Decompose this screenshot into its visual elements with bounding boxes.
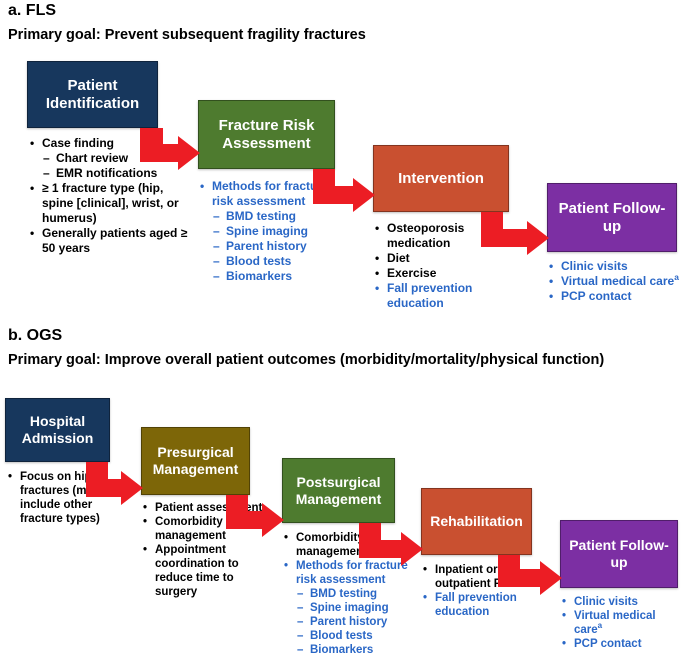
- bullet-item: •Methods for fracture risk assessment: [200, 179, 329, 208]
- bullets-rehabilitation: •Inpatient or outpatient PT•Fall prevent…: [423, 563, 551, 619]
- box-title: Fracture Risk Assessment: [218, 116, 315, 152]
- bullets-intervention: •Osteoporosis medication•Diet•Exercise•F…: [375, 221, 515, 311]
- bullets-patient-identification: •Case finding–Chart review–EMR notificat…: [30, 136, 188, 256]
- bullet-item: –Spine imaging: [297, 602, 389, 614]
- section-b-goal: Primary goal: Improve overall patient ou…: [8, 352, 605, 368]
- bullet-item: –BMD testing: [297, 588, 378, 600]
- bullets-postsurgical-management: •Comorbidity management•Methods for frac…: [284, 531, 408, 657]
- bullets-patient-follow-up-b: •Clinic visits •Virtual medical carea •PCP…: [562, 595, 685, 651]
- box-hospital-admission: Hospital Admission: [5, 398, 110, 462]
- bullets-patient-follow-up-a: •Clinic visits•Virtual medical carea•PCP…: [549, 259, 681, 304]
- bullet-item: •Exercise: [375, 266, 437, 280]
- bullet-item: •Fall prevention education: [375, 281, 473, 310]
- bullet-item: –Parent history: [297, 616, 388, 628]
- section-a-goal: Primary goal: Prevent subsequent fragili…: [8, 27, 366, 43]
- bullet-item: •Clinic visits: [562, 596, 638, 608]
- bullet-item: •Osteoporosis medication: [375, 221, 465, 250]
- bullet-item: –Spine imaging: [213, 224, 309, 238]
- bullets-presurgical-management: •Patient assessment •Comorbidity manageme…: [143, 501, 263, 599]
- bullet-item: –BMD testing: [213, 209, 296, 223]
- bullet-item: –Biomarkers: [297, 644, 374, 656]
- box-intervention: Intervention: [373, 145, 509, 212]
- bullet-item: •Diet: [375, 251, 410, 265]
- bullets-fracture-risk-assessment: •Methods for fracture risk assessment–BM…: [200, 179, 340, 284]
- bullet-item: –Parent history: [213, 239, 307, 253]
- bullet-item: –Biomarkers: [213, 269, 293, 283]
- box-rehabilitation: Rehabilitation: [421, 488, 532, 555]
- box-title: Patient Identification: [45, 76, 140, 112]
- bullet-item: •Case finding: [30, 136, 115, 150]
- box-title: Hospital Admission: [21, 413, 94, 446]
- box-presurgical-management: Presurgical Management: [141, 427, 250, 495]
- bullet-item: •Comorbidity management: [284, 532, 367, 558]
- box-fracture-risk-assessment: Fracture Risk Assessment: [198, 100, 335, 169]
- bullet-item: •≥ 1 fracture type (hip, spine [clinical…: [30, 181, 179, 225]
- box-title: Presurgical Management: [152, 444, 239, 477]
- box-patient-follow-up-a: Patient Follow-up: [547, 183, 677, 252]
- bullet-item: –Blood tests: [213, 254, 292, 268]
- bullet-item: –EMR notifications: [43, 166, 158, 180]
- bullet-item: –Chart review: [43, 151, 129, 165]
- bullet-item: •Focus on hip fractures (may include oth…: [8, 471, 100, 525]
- bullet-item: •Comorbidity management: [143, 516, 226, 542]
- box-patient-follow-up-b: Patient Follow-up: [560, 520, 678, 588]
- bullet-item: •Virtual medical carea: [562, 610, 656, 636]
- bullet-item: •Generally patients aged ≥ 50 years: [30, 226, 188, 255]
- box-title: Patient Follow-up: [558, 199, 666, 235]
- section-b-label: b. OGS: [8, 327, 63, 344]
- bullet-item: •PCP contact: [562, 638, 642, 650]
- bullets-hospital-admission: •Focus on hip fractures (may include oth…: [8, 470, 116, 526]
- bullet-item: •Inpatient or outpatient PT: [423, 564, 509, 590]
- bullet-item: –Blood tests: [297, 630, 373, 642]
- bullet-item: •Methods for fracture risk assessment: [284, 560, 408, 586]
- bullet-item: •PCP contact: [549, 289, 632, 303]
- box-postsurgical-management: Postsurgical Management: [282, 458, 395, 523]
- box-patient-identification: Patient Identification: [27, 61, 158, 128]
- bullet-item: •Appointment coordination to reduce time…: [143, 544, 239, 598]
- bullet-item: •Patient assessment: [143, 502, 263, 514]
- box-title: Patient Follow-up: [569, 537, 669, 570]
- box-title: Rehabilitation: [430, 513, 523, 530]
- box-title: Intervention: [398, 169, 484, 187]
- bullet-item: •Clinic visits: [549, 259, 628, 273]
- bullet-item: •Fall prevention education: [423, 592, 517, 618]
- bullet-item: •Virtual medical carea: [549, 272, 679, 288]
- section-a-label: a. FLS: [8, 2, 57, 19]
- box-title: Postsurgical Management: [295, 473, 382, 507]
